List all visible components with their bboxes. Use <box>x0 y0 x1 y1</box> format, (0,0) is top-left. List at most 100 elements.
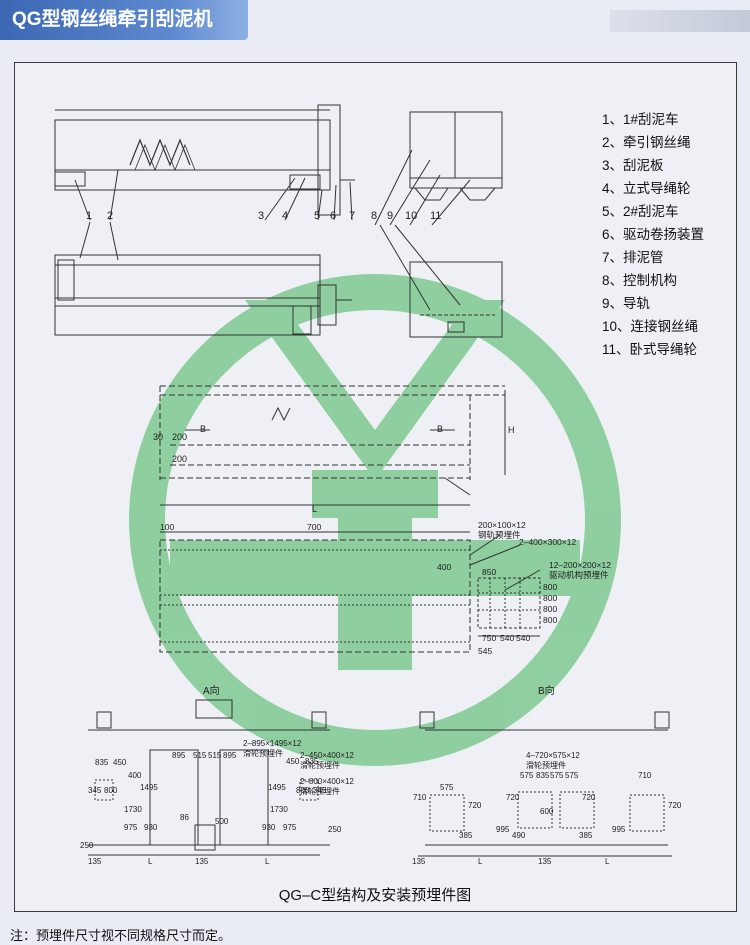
legend-item: 3、刮泥板 <box>602 158 664 173</box>
legend-item: 5、2#刮泥车 <box>602 204 679 219</box>
dim-800-b: 800 <box>543 593 557 603</box>
dim-200: 200 <box>172 432 187 442</box>
dim-850: 850 <box>482 567 496 577</box>
a-dim-250a: 250 <box>80 841 94 850</box>
a-dim-250b: 250 <box>328 825 342 834</box>
b-dim-995a: 995 <box>496 825 510 834</box>
dim-30: 30 <box>153 432 163 442</box>
rail-name: 钢轨预埋件 <box>478 530 521 540</box>
parts-legend: 1、1#刮泥车 2、牵引钢丝绳 3、刮泥板 4、立式导绳轮 5、2#刮泥车 6、… <box>602 108 704 361</box>
callout-3: 3 <box>258 210 264 222</box>
legend-item: 4、立式导绳轮 <box>602 181 691 196</box>
b-dim-710a: 710 <box>413 793 427 802</box>
b-dim-385b: 385 <box>579 831 593 840</box>
page-title: QG型钢丝绳牵引刮泥机 <box>12 9 213 30</box>
b-dim-135a: 135 <box>412 857 426 866</box>
dim-800-d: 800 <box>543 615 557 625</box>
dim-700: 700 <box>307 522 321 532</box>
a-dim-345: 345 <box>88 786 102 795</box>
b-dim-720c: 720 <box>582 793 596 802</box>
a-plate-3: 2–800×400×12 <box>300 777 354 786</box>
dim-750: 750 <box>482 633 496 643</box>
dim-400: 400 <box>437 562 451 572</box>
dim-h: H <box>508 425 515 435</box>
b-dim-720b: 720 <box>506 793 520 802</box>
a-view-title: A向 <box>203 684 220 697</box>
b-dim-600: 600 <box>540 807 554 816</box>
embed-plan <box>159 531 541 653</box>
b-view-dims: B向 4–720×575×12 滑轮预埋件 710 575 575 835 57… <box>412 684 682 866</box>
b-dim-575d: 575 <box>565 771 579 780</box>
a-dim-450: 450 <box>113 758 127 767</box>
a-view-dims: A向 835 450 400 345 800 895 515 515 895 2… <box>80 684 354 866</box>
a-dim-975a: 975 <box>124 823 138 832</box>
b-dim-490: 490 <box>512 831 526 840</box>
a-dim-1495b: 1495 <box>268 783 286 792</box>
dim-800-c: 800 <box>543 604 557 614</box>
dim-100: 100 <box>160 522 174 532</box>
legend-item: 11、卧式导绳轮 <box>602 342 698 357</box>
callout-9: 9 <box>387 210 393 222</box>
a-dim-1730a: 1730 <box>124 805 142 814</box>
a-view <box>88 699 330 856</box>
b-dim-135b: 135 <box>538 857 552 866</box>
callout-6: 6 <box>330 210 336 222</box>
dim-800-a: 800 <box>543 582 557 592</box>
dim-545: 545 <box>478 646 492 656</box>
dim-540b: 540 <box>516 633 530 643</box>
b-plate-1-name: 滑轮预埋件 <box>526 760 566 770</box>
plan-dims: 30 200 B B H L 200 <box>153 424 515 514</box>
a-dim-r345: 345 <box>313 786 327 795</box>
plate-spec-12: 12–200×200×12 <box>549 560 611 570</box>
b-dim-720a: 720 <box>468 801 482 810</box>
dim-200-vertical: 200 <box>172 454 187 464</box>
rail-spec: 200×100×12 <box>478 520 526 530</box>
b-dim-385a: 385 <box>459 831 473 840</box>
a-dim-86: 86 <box>180 813 189 822</box>
callout-8: 8 <box>371 210 377 222</box>
a-dim-500: 500 <box>215 817 229 826</box>
embed-dims: 100 700 400 850 200×100×12 钢轨预埋件 2–400×3… <box>160 520 611 656</box>
page-title-banner: QG型钢丝绳牵引刮泥机 <box>0 0 248 40</box>
legend-item: 10、连接钢丝绳 <box>602 319 699 334</box>
dim-b-left: B <box>200 424 206 434</box>
b-dim-835: 835 <box>536 771 550 780</box>
b-dim-710b: 710 <box>638 771 652 780</box>
elevation-view <box>54 104 503 338</box>
a-dim-515b: 515 <box>208 751 222 760</box>
legend-item: 7、排泥管 <box>602 250 664 265</box>
dim-l: L <box>312 504 317 514</box>
a-dim-895a: 895 <box>172 751 186 760</box>
a-dim-930b: 930 <box>262 823 276 832</box>
a-dim-r800: 800 <box>296 786 310 795</box>
drive-embed-name: 驱动机构预埋件 <box>549 570 609 580</box>
a-dim-r450: 450 <box>286 757 300 766</box>
plate-spec-2: 2–400×300×12 <box>519 537 576 547</box>
a-plate-3-name: 滑轮预埋件 <box>300 786 340 796</box>
a-dim-930a: 930 <box>144 823 158 832</box>
callout-numbers: 1 2 3 4 5 6 7 8 9 10 11 <box>86 210 441 222</box>
legend-item: 8、控制机构 <box>602 273 678 288</box>
a-dim-975b: 975 <box>283 823 297 832</box>
a-dim-r835: 835 <box>305 757 319 766</box>
a-dim-400: 400 <box>128 771 142 780</box>
b-dim-575a: 575 <box>440 783 454 792</box>
plan-view <box>159 385 506 506</box>
callout-11: 11 <box>430 210 441 222</box>
a-dim-835: 835 <box>95 758 109 767</box>
a-dim-135a: 135 <box>88 857 102 866</box>
watermark-logo <box>129 274 621 766</box>
b-view <box>418 711 672 857</box>
legend-item: 2、牵引钢丝绳 <box>602 135 691 150</box>
callout-10: 10 <box>405 210 417 222</box>
a-dim-515a: 515 <box>193 751 207 760</box>
legend-item: 9、导轨 <box>602 296 651 311</box>
b-dim-lb: L <box>605 857 610 866</box>
b-dim-575b: 575 <box>520 771 534 780</box>
legend-item: 6、驱动卷扬装置 <box>602 227 705 242</box>
b-dim-la: L <box>478 857 483 866</box>
a-dim-135b: 135 <box>195 857 209 866</box>
b-plate-1: 4–720×575×12 <box>526 751 580 760</box>
b-dim-720d: 720 <box>668 801 682 810</box>
